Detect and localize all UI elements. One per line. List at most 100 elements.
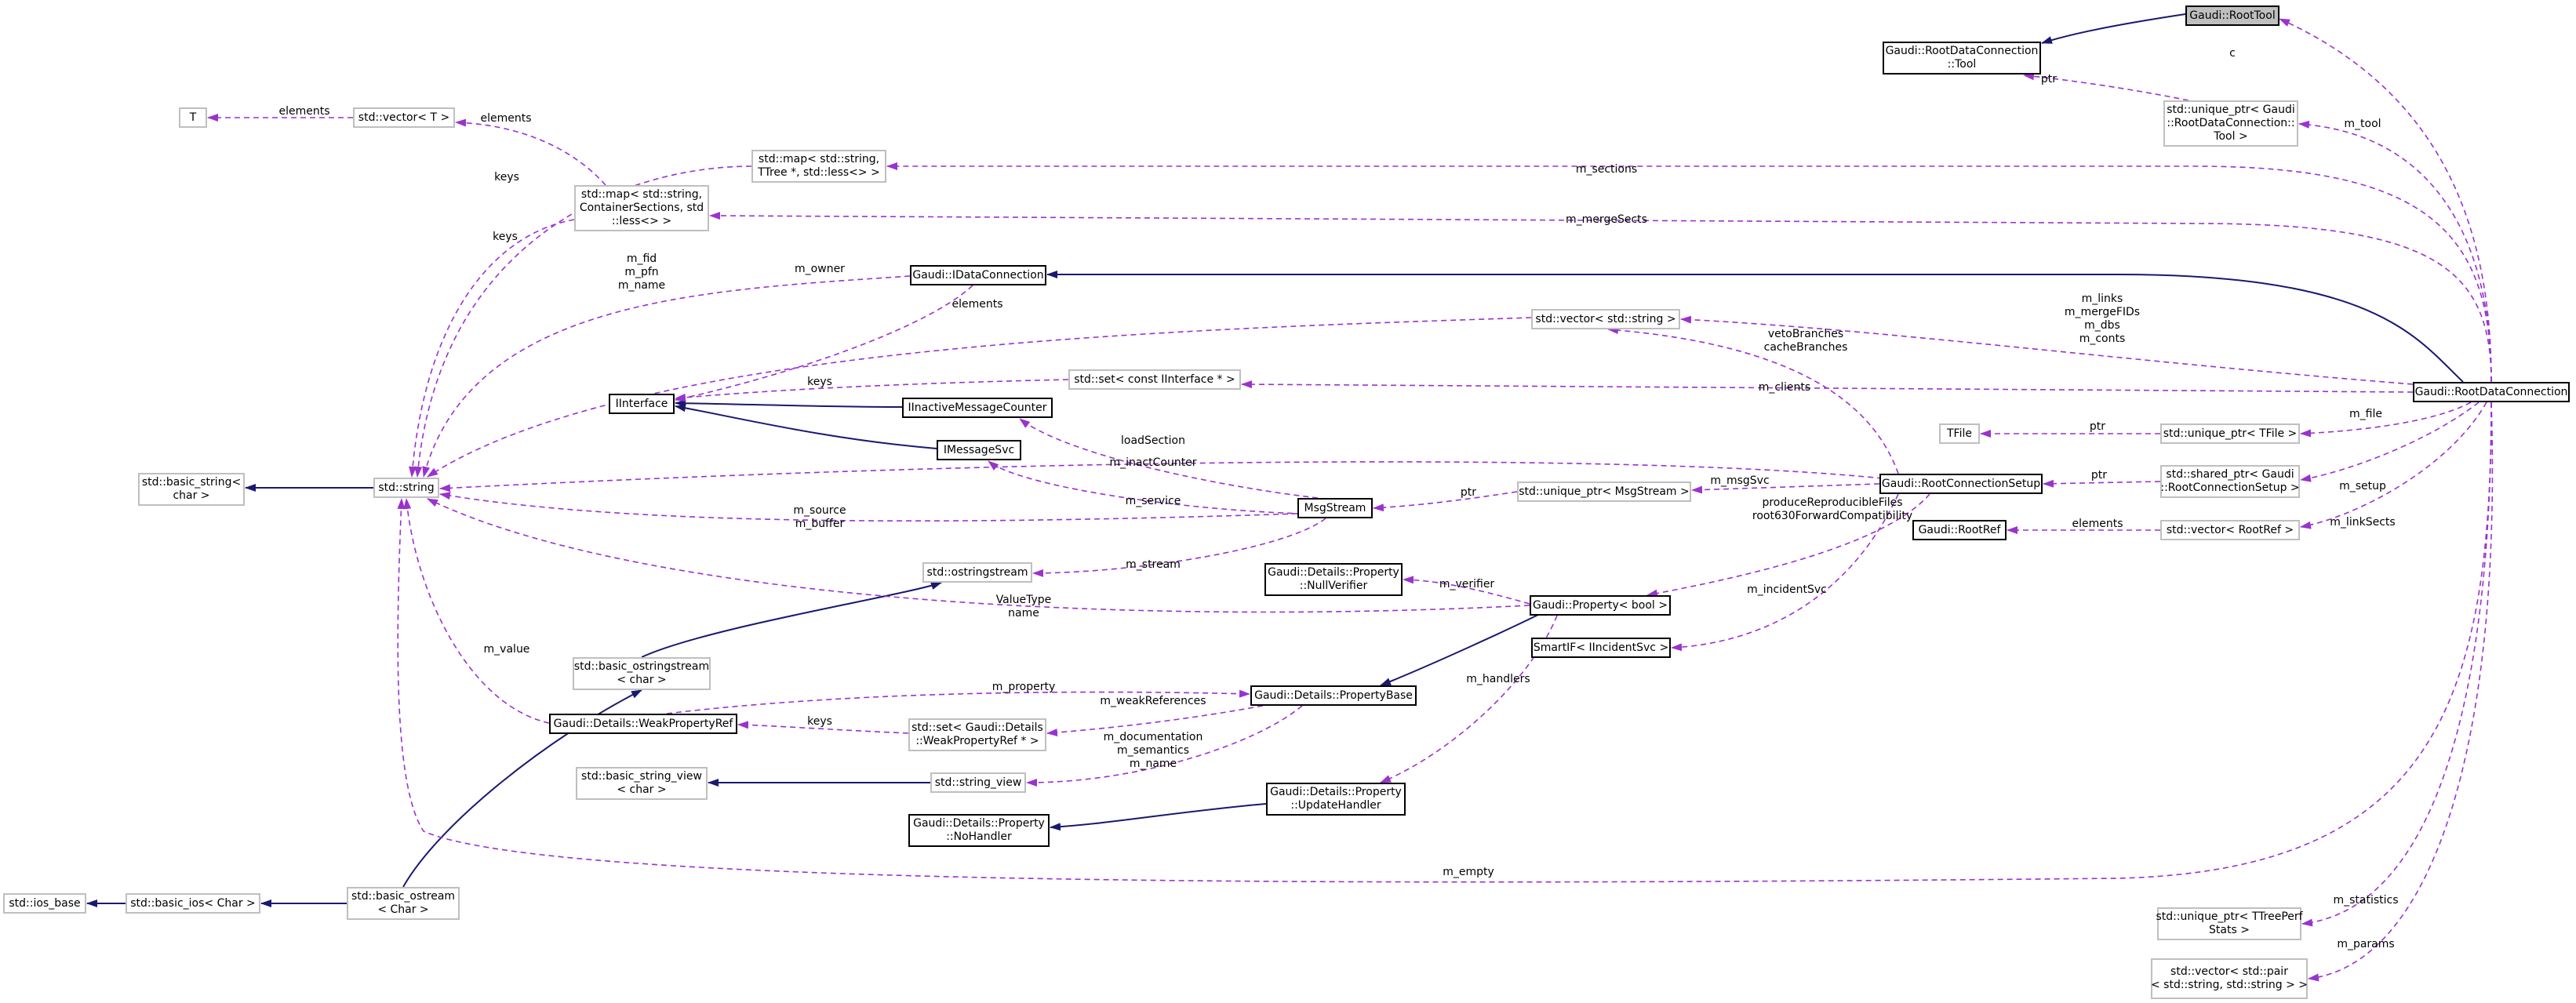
node-smartif-incidentsvc[interactable]: SmartIF< IIncidentSvc > [1531,638,1671,658]
label-elements-vecstr: elements [951,298,1002,311]
edge-msgstream-to-ostringstream [1032,518,1326,577]
node-vector-pair-label: std::vector< std::pair < std::string, st… [2150,965,2309,991]
node-set-weakpropertyref[interactable]: std::set< Gaudi::Details ::WeakPropertyR… [908,718,1046,751]
node-vector-pair[interactable]: std::vector< std::pair < std::string, st… [2151,958,2308,999]
node-imessagesvc[interactable]: IMessageSvc [937,440,1021,460]
label-m-verifier: m_verifier [1439,578,1495,591]
node-std-string[interactable]: std::string [373,478,439,498]
node-basic-string-label: std::basic_string< char > [141,476,242,502]
node-unique-ptr-perfstats[interactable]: std::unique_ptr< TTreePerf Stats > [2156,907,2303,940]
node-iinterface-label: IInterface [615,397,668,410]
node-shared-ptr-setup-label: std::shared_ptr< Gaudi ::RootConnectionS… [2160,468,2300,494]
node-unique-ptr-tfile[interactable]: std::unique_ptr< TFile > [2160,423,2300,444]
node-basic-ostream[interactable]: std::basic_ostream < Char > [347,887,460,920]
node-unique-ptr-msgstream-label: std::unique_ptr< MsgStream > [1519,485,1690,498]
node-basic-string[interactable]: std::basic_string< char > [138,473,245,506]
edge-idataconnection-to-string [422,275,911,478]
node-updatehandler[interactable]: Gaudi::Details::Property ::UpdateHandler [1266,783,1406,816]
node-set-iinterface[interactable]: std::set< const IInterface * > [1068,369,1241,390]
node-T[interactable]: T [179,107,207,128]
node-string-view[interactable]: std::string_view [930,772,1026,793]
label-m-file: m_file [2349,408,2382,420]
node-map-sections-label: std::map< std::string, ContainerSections… [579,188,704,227]
node-nullverifier[interactable]: Gaudi::Details::Property ::NullVerifier [1264,563,1403,596]
edge-propertybool-to-string-valuetype [427,498,1530,613]
node-basic-string-view[interactable]: std::basic_string_view < char > [576,767,708,800]
node-rootconnectionsetup-label: Gaudi::RootConnectionSetup [1881,477,2041,490]
node-rootdataconnection[interactable]: Gaudi::RootDataConnection [2413,382,2570,402]
node-updatehandler-label: Gaudi::Details::Property ::UpdateHandler [1270,786,1402,812]
label-ptr-tfile: ptr [2090,420,2105,433]
node-std-string-label: std::string [378,481,435,494]
edge-setweakref-to-weakpropertyref [737,721,909,734]
edge-sharedptrsetup-to-setup [2043,479,2161,488]
edge-imessagesvc-to-iinterface [675,404,937,449]
edge-propertybase-to-stringview [1026,705,1303,787]
edge-setup-to-vectorstring [1607,326,1899,474]
label-m-tool: m_tool [2344,118,2381,130]
node-property-bool[interactable]: Gaudi::Property< bool > [1530,595,1671,616]
edge-weakpropertyref-to-string [403,498,550,724]
node-vector-string[interactable]: std::vector< std::string > [1531,309,1680,329]
label-m-stream: m_stream [1126,558,1181,571]
node-vector-T[interactable]: std::vector< T > [353,107,455,128]
edge-roottool-to-rdctool [2041,13,2186,44]
node-rootref[interactable]: Gaudi::RootRef [1912,520,2007,540]
node-nullverifier-label: Gaudi::Details::Property ::NullVerifier [1268,566,1399,592]
node-map-sections[interactable]: std::map< std::string, ContainerSections… [574,185,709,231]
label-ptr-setup: ptr [2091,469,2107,482]
node-weakpropertyref[interactable]: Gaudi::Details::WeakPropertyRef [549,714,737,734]
node-basic-ostringstream[interactable]: std::basic_ostringstream < char > [573,657,711,690]
node-unique-ptr-perfstats-label: std::unique_ptr< TTreePerf Stats > [2156,910,2303,936]
node-unique-ptr-tool[interactable]: std::unique_ptr< Gaudi ::RootDataConnect… [2163,100,2298,147]
label-m-empty: m_empty [1443,866,1494,878]
node-root-tool-label: Gaudi::RootTool [2189,9,2276,22]
node-basic-ostream-label: std::basic_ostream < Char > [351,890,456,916]
node-iinterface[interactable]: IInterface [609,394,675,414]
edge-idataconnection-to-iinterface [675,285,973,402]
edge-msgstream-to-inactive [1019,418,1319,499]
label-m-owner: m_owner [795,263,845,275]
node-basic-ios-label: std::basic_ios< Char > [130,896,256,910]
node-set-iinterface-label: std::set< const IInterface * > [1074,372,1235,386]
node-rootdataconnection-tool[interactable]: Gaudi::RootDataConnection ::Tool [1883,42,2041,74]
edge-weakpropertyref-to-propertybase [666,689,1250,714]
label-elements-T: elements [278,105,329,118]
node-unique-ptr-msgstream[interactable]: std::unique_ptr< MsgStream > [1517,482,1691,502]
node-basic-ostringstream-label: std::basic_ostringstream < char > [573,660,710,686]
node-rootref-label: Gaudi::RootRef [1918,523,2001,536]
node-nohandler[interactable]: Gaudi::Details::Property ::NoHandler [908,814,1050,847]
node-root-tool[interactable]: Gaudi::RootTool [2185,5,2279,26]
node-ostringstream[interactable]: std::ostringstream [922,562,1032,583]
label-keys-ttree: keys [494,171,519,184]
node-iinactivemessagecounter[interactable]: IInactiveMessageCounter [902,398,1053,418]
node-msgstream[interactable]: MsgStream [1297,498,1373,518]
edge-propertybool-to-nullverifier [1403,576,1530,605]
node-unique-ptr-tfile-label: std::unique_ptr< TFile > [2163,427,2298,440]
node-property-bool-label: Gaudi::Property< bool > [1532,598,1668,612]
label-keys-weakref: keys [807,715,832,728]
node-basic-ios[interactable]: std::basic_ios< Char > [126,893,260,914]
node-idataconnection[interactable]: Gaudi::IDataConnection [910,265,1046,285]
node-vector-rootref[interactable]: std::vector< RootRef > [2160,520,2300,540]
label-c: c [2229,47,2236,60]
node-iinactivemessagecounter-label: IInactiveMessageCounter [908,401,1047,414]
node-tfile[interactable]: TFile [1939,423,1980,444]
node-set-weakpropertyref-label: std::set< Gaudi::Details ::WeakPropertyR… [911,721,1043,747]
edge-rdc-to-vectorstring [1680,315,2414,385]
node-ios-base[interactable]: std::ios_base [3,893,86,914]
node-propertybase[interactable]: Gaudi::Details::PropertyBase [1250,685,1417,706]
node-vector-rootref-label: std::vector< RootRef > [2166,523,2294,536]
edge-setup-to-propertybool [1646,493,1930,598]
node-map-ttree[interactable]: std::map< std::string, TTree *, std::les… [751,150,886,183]
label-loadsection: loadSection [1121,434,1185,447]
edge-setup-to-uniqueptrmsgstream [1691,483,1880,494]
node-shared-ptr-setup[interactable]: std::shared_ptr< Gaudi ::RootConnectionS… [2160,465,2300,498]
node-rootconnectionsetup[interactable]: Gaudi::RootConnectionSetup [1879,474,2043,494]
node-map-ttree-label: std::map< std::string, TTree *, std::les… [758,153,880,179]
